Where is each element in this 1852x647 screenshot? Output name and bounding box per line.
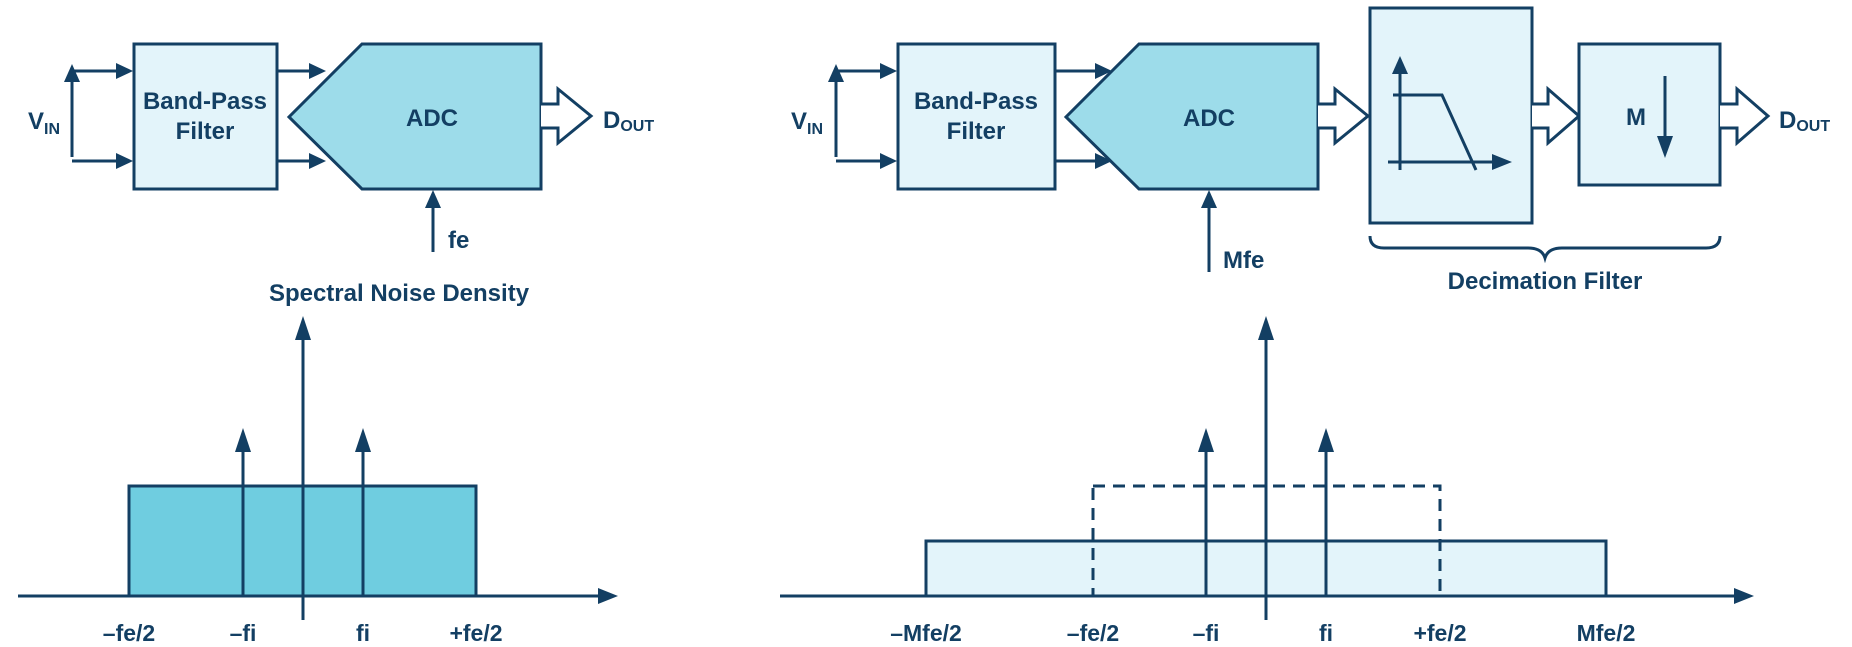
left-clock-arrowhead: [425, 190, 441, 208]
right-clock-arrowhead: [1201, 190, 1217, 208]
left-input-top-arrow: [116, 63, 133, 79]
right-spectrum: –Mfe/2 –fe/2 –fi fi +fe/2 Mfe/2: [780, 316, 1754, 646]
right-tick-fi: fi: [1319, 620, 1333, 646]
left-block-diagram: VIN Band-Pass Filter ADC DOUT fe: [28, 42, 654, 254]
left-dout-arrow: [541, 85, 594, 147]
right-clock-label: Mfe: [1223, 247, 1264, 274]
right-decimator-block: [1577, 42, 1722, 187]
right-tick-minus-fe2: –fe/2: [1067, 620, 1119, 646]
right-adc-to-lowpass-arrow: [1318, 85, 1371, 147]
right-bpf-adc-bottom-arrow: [1095, 153, 1112, 169]
left-tick-plus-fe2: +fe/2: [449, 620, 502, 646]
right-tick-mfe2: Mfe/2: [1577, 620, 1636, 646]
left-adc-label: ADC: [406, 105, 458, 132]
left-spectrum-title: Spectral Noise Density: [269, 280, 530, 307]
right-vin-label: VIN: [791, 108, 823, 138]
left-adc-block: [286, 42, 543, 191]
right-lowpass-to-decimator-arrow: [1532, 85, 1582, 147]
right-tick-minus-fi: –fi: [1193, 620, 1220, 646]
left-bpf-label-line2: Filter: [176, 118, 235, 145]
right-decimator-label: M: [1626, 104, 1646, 131]
right-adc-block: [1063, 42, 1320, 191]
right-bpf-label-line2: Filter: [947, 118, 1006, 145]
right-dout-arrow: [1720, 85, 1771, 147]
right-tone-fi-arrowhead: [1318, 428, 1334, 452]
left-vin-label: VIN: [28, 108, 60, 138]
decimation-filter-brace: [1368, 235, 1722, 264]
right-x-axis-arrowhead: [1734, 588, 1754, 604]
right-dout-label: DOUT: [1779, 107, 1830, 135]
left-dout-label: DOUT: [603, 107, 654, 135]
right-y-axis-arrowhead: [1258, 316, 1274, 340]
left-x-axis-arrowhead: [598, 588, 618, 604]
lowpass-response-y-arrowhead: [1392, 56, 1408, 74]
left-vin-arrowhead: [64, 64, 80, 82]
right-vin-arrowhead: [828, 64, 844, 82]
left-bpf-adc-top-arrow: [309, 63, 326, 79]
decimation-filter-label: Decimation Filter: [1448, 268, 1643, 295]
left-bpf-label-line1: Band-Pass: [143, 88, 267, 115]
lowpass-response-curve: [1393, 93, 1478, 171]
left-tone-fi-arrowhead: [355, 428, 371, 452]
left-spectrum: Spectral Noise Density –fe/2 –fi fi +fe/…: [18, 280, 618, 646]
right-tone-minus-fi-arrowhead: [1198, 428, 1214, 452]
left-y-axis-arrowhead: [295, 316, 311, 340]
right-adc-label: ADC: [1183, 105, 1235, 132]
lowpass-response-x-arrowhead: [1492, 154, 1512, 170]
left-tick-minus-fi: –fi: [230, 620, 257, 646]
left-input-bottom-arrow: [116, 153, 133, 169]
left-tone-minus-fi-arrowhead: [235, 428, 251, 452]
right-tick-minus-mfe2: –Mfe/2: [890, 620, 962, 646]
right-decimator-down-arrowhead: [1657, 136, 1673, 158]
right-bandpass-filter-block: [896, 42, 1057, 191]
left-clock-label: fe: [448, 227, 469, 254]
left-bandpass-filter-block: [132, 42, 279, 191]
right-bpf-adc-top-arrow: [1095, 63, 1112, 79]
right-block-diagram: VIN Band-Pass Filter ADC M DOUT: [791, 6, 1830, 295]
right-tick-plus-fe2: +fe/2: [1413, 620, 1466, 646]
left-tick-minus-fe2: –fe/2: [103, 620, 155, 646]
right-input-bottom-arrow: [880, 153, 897, 169]
left-bpf-adc-bottom-arrow: [309, 153, 326, 169]
right-bpf-label-line1: Band-Pass: [914, 88, 1038, 115]
right-input-top-arrow: [880, 63, 897, 79]
left-tick-fi: fi: [356, 620, 370, 646]
